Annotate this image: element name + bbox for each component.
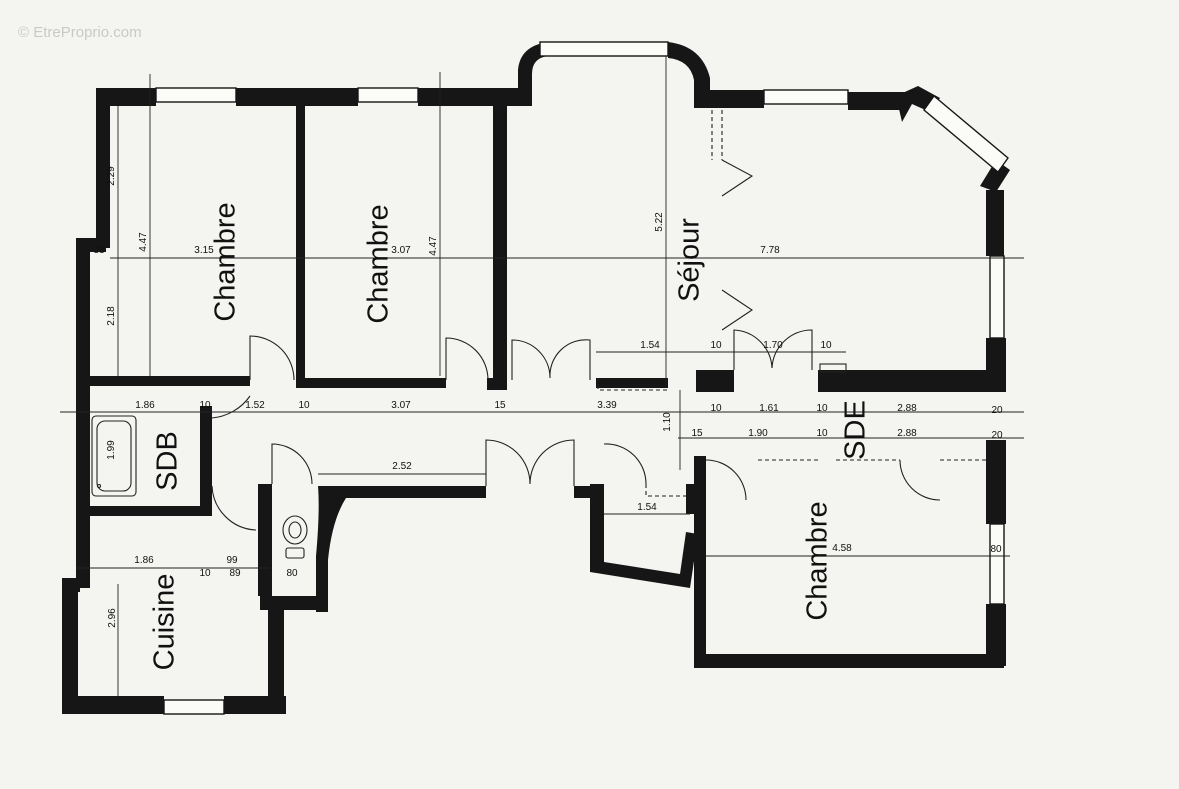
dim-label: 1.54 <box>640 340 660 351</box>
dim-label: 2.88 <box>897 428 917 439</box>
dim-label: 1.61 <box>759 403 779 414</box>
dim-label: 2.52 <box>392 461 412 472</box>
watermark: © EtreProprio.com <box>18 24 142 41</box>
room-label-cuisine: Cuisine <box>148 573 181 671</box>
room-label-sde: SDE <box>839 400 872 460</box>
dim-label: 1.54 <box>637 502 657 513</box>
dim-label: 1.70 <box>763 340 783 351</box>
dim-label: 10 <box>816 428 828 439</box>
dim-label: 1.99 <box>106 440 117 460</box>
bathtub <box>91 415 137 497</box>
dim-label: 1.52 <box>245 400 265 411</box>
dim-label: 15 <box>494 400 506 411</box>
dim-label: 3.07 <box>391 245 411 256</box>
dim-label: 80 <box>990 544 1002 555</box>
dim-label: 1.86 <box>134 555 154 566</box>
dim-label: 2.96 <box>107 608 118 628</box>
dim-label: 10 <box>710 403 722 414</box>
room-label-chambre-3: Chambre <box>801 501 834 621</box>
dim-label: 2.29 <box>106 166 117 186</box>
dim-label: 89 <box>229 568 241 579</box>
toilet <box>282 515 308 545</box>
sanitary-fixtures <box>91 363 847 559</box>
dim-label: 10 <box>199 400 211 411</box>
doors <box>211 110 986 531</box>
dim-label: 3.07 <box>391 400 411 411</box>
dim-label: 1.86 <box>135 400 155 411</box>
dim-label: 10 <box>298 400 310 411</box>
dim-label: 1.10 <box>662 412 673 432</box>
room-label-chambre-1: Chambre <box>209 202 242 322</box>
dim-label: 10 <box>820 340 832 351</box>
dim-label: 7.78 <box>760 245 780 256</box>
room-label-sejour: Séjour <box>673 218 706 302</box>
room-label-chambre-2: Chambre <box>362 204 395 324</box>
dimension-lines <box>60 56 1024 696</box>
dim-label: 4.58 <box>832 543 852 554</box>
dim-label: 20 <box>991 430 1003 441</box>
dim-label: 3.15 <box>194 245 214 256</box>
dim-label: 2.88 <box>897 403 917 414</box>
dim-label: 80 <box>286 568 298 579</box>
dim-label: 99 <box>226 555 238 566</box>
dim-label: 4.47 <box>138 232 149 252</box>
dim-label: 15 <box>691 428 703 439</box>
dim-label: 33 <box>93 245 105 256</box>
dim-label: 10 <box>199 568 211 579</box>
dim-label: 2.18 <box>106 306 117 326</box>
dim-label: 4.47 <box>428 236 439 256</box>
dim-label: 1.90 <box>748 428 768 439</box>
room-label-sdb: SDB <box>151 431 184 491</box>
dim-label: 20 <box>991 405 1003 416</box>
dim-label: 3.39 <box>597 400 617 411</box>
interior-walls <box>86 106 1004 596</box>
windows <box>155 41 1009 715</box>
dim-label: 10 <box>816 403 828 414</box>
dim-label: 10 <box>710 340 722 351</box>
dim-label: 5.22 <box>654 212 665 232</box>
